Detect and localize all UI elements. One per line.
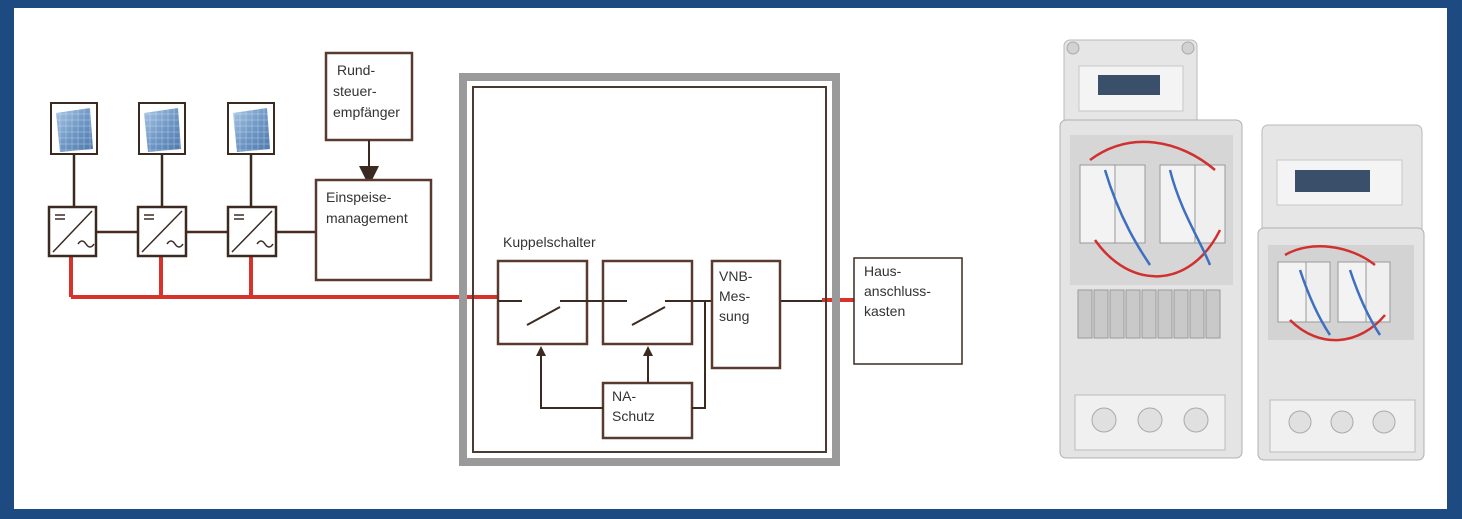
haus-label-1: Haus-	[864, 263, 902, 279]
solar-panel-icon	[233, 108, 270, 152]
cabinet-photo-small	[1258, 125, 1424, 460]
inverter-2	[138, 207, 186, 256]
inverter-3	[228, 207, 276, 256]
solar-panel-icon	[144, 108, 181, 152]
pv-module-1	[51, 103, 97, 207]
haus-label-3: kasten	[864, 303, 905, 319]
inverter-1	[49, 207, 96, 256]
pv-module-2	[139, 103, 185, 207]
haus-label-2: anschluss-	[864, 283, 931, 299]
pv-module-3	[228, 103, 274, 207]
na-control-arrowheads	[536, 346, 653, 356]
na-schutz-box: NA- Schutz	[603, 383, 692, 438]
einspeise-label-1: Einspeise-	[326, 189, 392, 205]
na-schutz-label-1: NA-	[612, 388, 636, 404]
rundsteuer-label-2: steuer-	[333, 83, 377, 99]
hausanschlusskasten-box: Haus- anschluss- kasten	[854, 258, 962, 364]
vnb-messung-box: VNB- Mes- sung	[712, 261, 780, 368]
cabinet-photo-large	[1060, 40, 1242, 458]
rundsteuerempfaenger-box: Rund- steuer- empfänger	[326, 53, 412, 140]
coupling-switch-2	[603, 261, 692, 344]
vnb-label-3: sung	[719, 308, 749, 324]
coupling-switch-1	[498, 261, 587, 344]
kuppelschalter-label: Kuppelschalter	[503, 234, 596, 250]
rundsteuer-label-3: empfänger	[333, 104, 400, 120]
solar-panel-icon	[56, 108, 93, 152]
einspeisemanagement-box: Einspeise- management	[316, 180, 431, 280]
vnb-label-1: VNB-	[719, 268, 753, 284]
einspeise-label-2: management	[326, 210, 408, 226]
vnb-label-2: Mes-	[719, 288, 750, 304]
na-schutz-label-2: Schutz	[612, 408, 655, 424]
rundsteuer-label-1: Rund-	[337, 62, 375, 78]
